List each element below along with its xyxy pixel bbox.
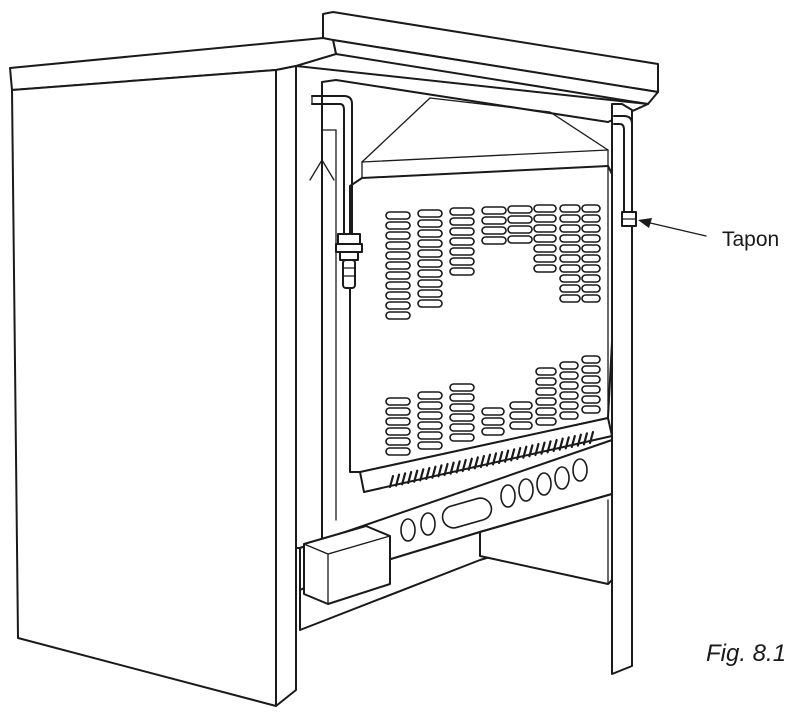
- figure-caption: Fig. 8.1: [706, 640, 787, 667]
- grille-slot: [552, 438, 558, 453]
- grille-slot: [431, 465, 437, 479]
- grille-slot: [394, 473, 401, 487]
- grille-slot: [437, 464, 443, 478]
- base-holes: [400, 458, 588, 542]
- grille-slot: [497, 450, 504, 465]
- lower-vent-slots: [385, 355, 601, 456]
- left-gas-pipe: [309, 95, 363, 289]
- callout-label-tapon: Tapon: [722, 228, 780, 251]
- grille-slot: [401, 472, 407, 486]
- grille-slot: [388, 474, 395, 489]
- grille-slot: [582, 432, 589, 446]
- grille-slot: [504, 449, 510, 463]
- grille-slot: [461, 458, 467, 473]
- grille-slot: [467, 457, 473, 471]
- grille-slot: [564, 436, 570, 450]
- grille-slot: [528, 444, 534, 458]
- grille-slot: [546, 440, 552, 454]
- grille-slot: [479, 454, 486, 469]
- grille-slot: [425, 466, 431, 481]
- grille-slot: [588, 430, 595, 445]
- grille-slot: [455, 460, 461, 474]
- grille-slot: [419, 468, 425, 482]
- grille-slot: [485, 453, 492, 467]
- grille-slot: [576, 433, 582, 447]
- grille-slot: [540, 441, 546, 455]
- junction-box: [303, 525, 391, 605]
- grille-slot: [449, 461, 455, 475]
- grille-slot: [473, 456, 479, 470]
- side-panel: [11, 65, 297, 707]
- grille-slot: [522, 445, 528, 459]
- grille-slot: [407, 470, 413, 485]
- grille-slot: [443, 462, 449, 477]
- grille-slot: [510, 448, 516, 462]
- grille-slot: [491, 452, 498, 466]
- grille-slot: [516, 446, 522, 461]
- upper-vent-slots: [385, 204, 601, 320]
- grille-slot: [534, 442, 540, 457]
- grille-slot: [413, 469, 419, 483]
- grille-slot: [558, 437, 564, 451]
- tapon-pointer-arrow: [638, 218, 707, 237]
- right-gas-pipe: [613, 115, 637, 227]
- grille-slot: [570, 434, 576, 449]
